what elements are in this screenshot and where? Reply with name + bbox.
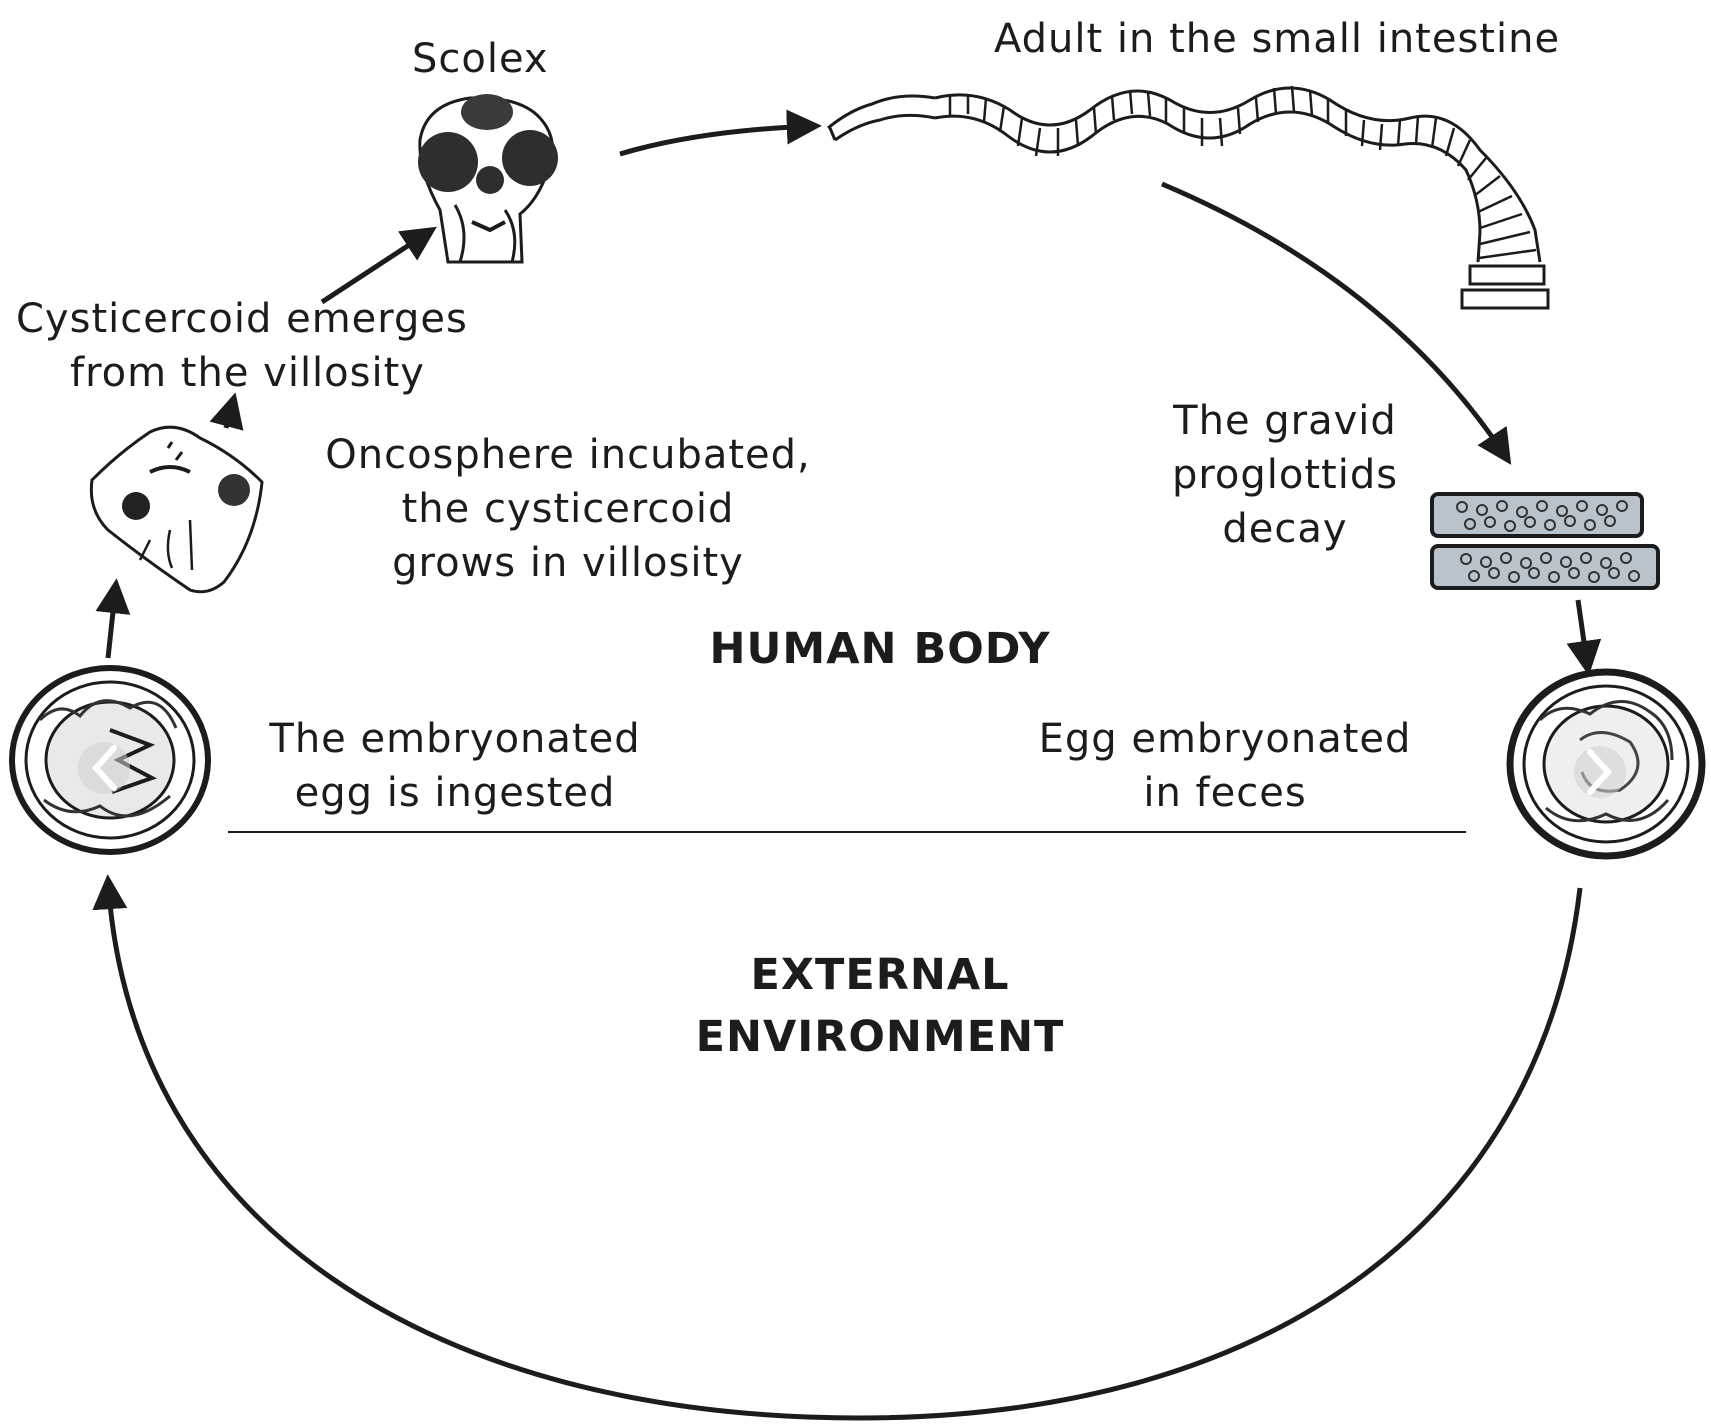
region-human-body-text: HUMAN BODY	[580, 618, 1180, 680]
region-human-body: HUMAN BODY	[580, 618, 1180, 680]
label-scolex: Scolex	[412, 32, 549, 86]
label-line: in feces	[990, 766, 1460, 820]
label-cysticercoid-emerges: Cysticercoid emerges from the villosity	[16, 292, 468, 400]
region-line: ENVIRONMENT	[580, 1006, 1180, 1068]
scolex-illustration	[418, 94, 558, 262]
label-line: Cysticercoid emerges	[16, 292, 468, 346]
label-line: proglottids	[1140, 448, 1430, 502]
label-line: egg is ingested	[220, 766, 690, 820]
proglottids-illustration	[1432, 494, 1658, 588]
region-external-environment: EXTERNAL ENVIRONMENT	[580, 944, 1180, 1068]
arrow-cysticercoid-to-emerges	[226, 398, 234, 428]
label-line: Oncosphere incubated,	[268, 428, 868, 482]
next-button[interactable]	[1574, 746, 1626, 798]
label-line: The gravid	[1140, 394, 1430, 448]
region-line: EXTERNAL	[580, 944, 1180, 1006]
label-gravid: The gravid proglottids decay	[1140, 394, 1430, 556]
label-line: The embryonated	[220, 712, 690, 766]
arrow-proglottids-to-egg	[1578, 600, 1588, 670]
label-scolex-text: Scolex	[412, 36, 549, 82]
arrow-egg-to-cysticercoid	[108, 584, 116, 658]
arrow-scolex-to-adult	[620, 126, 816, 154]
label-line: from the villosity	[16, 346, 468, 400]
cysticercoid-illustration	[91, 427, 262, 592]
label-egg-ingested: The embryonated egg is ingested	[220, 712, 690, 820]
label-oncosphere: Oncosphere incubated, the cysticercoid g…	[268, 428, 868, 590]
label-line: Egg embryonated	[990, 712, 1460, 766]
label-line: the cysticercoid	[268, 482, 868, 536]
label-egg-feces: Egg embryonated in feces	[990, 712, 1460, 820]
label-line: decay	[1140, 502, 1430, 556]
label-adult-text: Adult in the small intestine	[994, 16, 1560, 62]
label-adult: Adult in the small intestine	[994, 12, 1560, 66]
prev-button[interactable]	[78, 742, 130, 794]
label-line: grows in villosity	[268, 536, 868, 590]
